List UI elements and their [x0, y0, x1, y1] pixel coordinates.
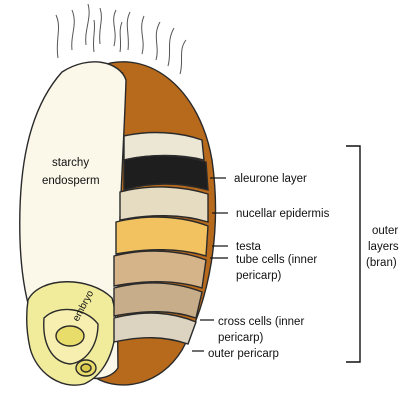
- testa-label: testa: [236, 241, 262, 253]
- bran-layer-bands: [114, 133, 208, 344]
- testa-band: [116, 217, 208, 256]
- embryo-region: [27, 282, 116, 385]
- bran-label-line2: layers: [368, 241, 399, 253]
- endosperm-label-line2: endosperm: [42, 175, 100, 187]
- bran-label-line3: (bran): [366, 257, 397, 269]
- cross-cells-label-line2: pericarp): [218, 332, 264, 344]
- cross-cells-label-line1: cross cells (inner: [218, 316, 304, 328]
- endosperm-label-line1: starchy: [52, 157, 89, 169]
- nucellar-label: nucellar epidermis: [236, 208, 330, 220]
- tube-cells-label-line2: pericarp): [236, 270, 282, 282]
- outer-pericarp-label: outer pericarp: [208, 348, 279, 360]
- aleurone-label: aleurone layer: [234, 173, 307, 185]
- bran-bracket: [346, 146, 360, 362]
- bran-label-line1: outer: [372, 225, 398, 237]
- tube-cells-label-line1: tube cells (inner: [236, 254, 317, 266]
